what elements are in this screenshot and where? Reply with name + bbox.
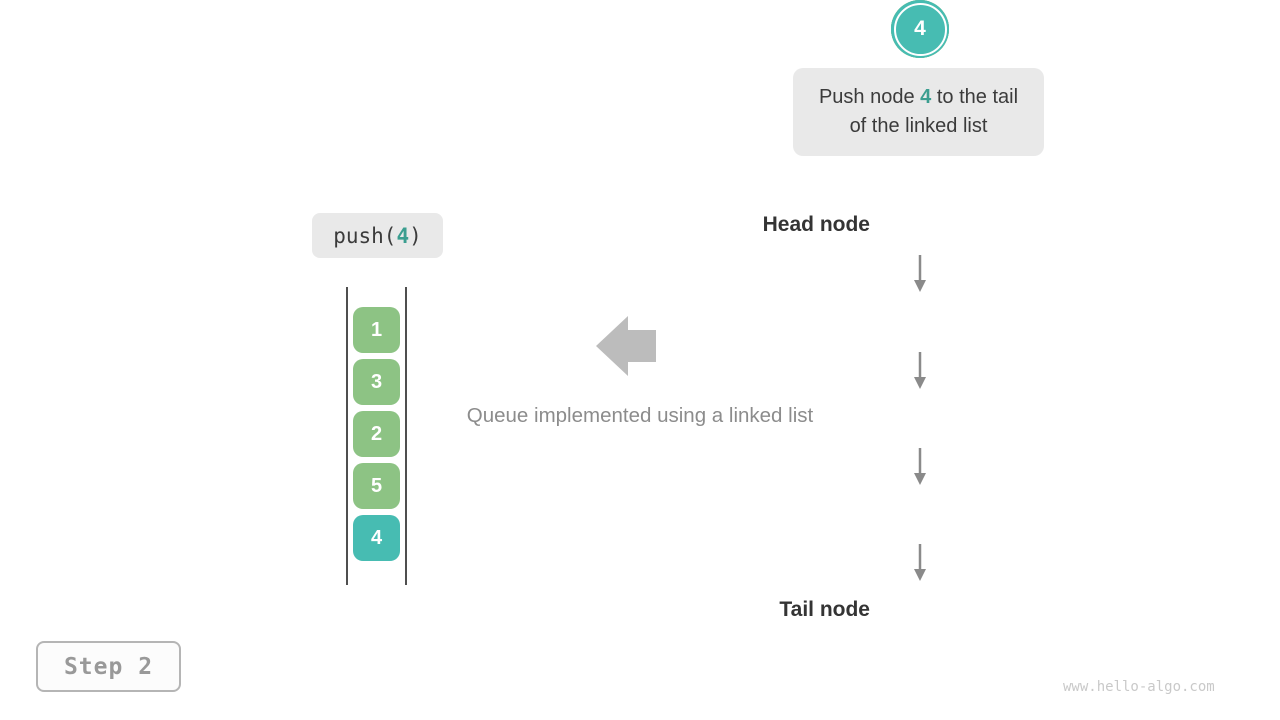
node-value: 4	[914, 17, 926, 40]
push-callout: Push node 4 to the tail of the linked li…	[793, 68, 1044, 156]
queue-item: 2	[353, 411, 400, 457]
callout-suffix: to the tail of the linked list	[849, 86, 1019, 137]
op-suffix: )	[409, 223, 422, 248]
queue-item: 4	[353, 515, 400, 561]
op-prefix: push(	[333, 223, 397, 248]
head-node-label: Head node	[762, 213, 870, 236]
callout-highlight-value: 4	[920, 86, 932, 108]
push-callout-text: Push node 4 to the tail of the linked li…	[813, 83, 1025, 141]
next-pointer-arrow-icon	[914, 352, 926, 389]
push-operation-chip: push(4)	[312, 213, 443, 258]
callout-prefix: Push node	[818, 86, 921, 108]
queue-item: 3	[353, 359, 400, 405]
next-pointer-arrow-icon	[914, 448, 926, 485]
watermark: www.hello-algo.com	[1063, 679, 1215, 695]
tail-node-label: Tail node	[779, 598, 870, 621]
linked-list-node: 4	[891, 0, 949, 58]
queue-container: 1 3 2 5 4	[346, 287, 407, 585]
diagram-caption: Queue implemented using a linked list	[466, 404, 814, 427]
left-block-arrow-icon	[596, 316, 656, 376]
next-pointer-arrow-icon	[914, 544, 926, 581]
queue-item: 1	[353, 307, 400, 353]
next-pointer-arrow-icon	[914, 255, 926, 292]
queue-item: 5	[353, 463, 400, 509]
step-badge: Step 2	[36, 641, 181, 692]
op-arg: 4	[396, 223, 410, 248]
